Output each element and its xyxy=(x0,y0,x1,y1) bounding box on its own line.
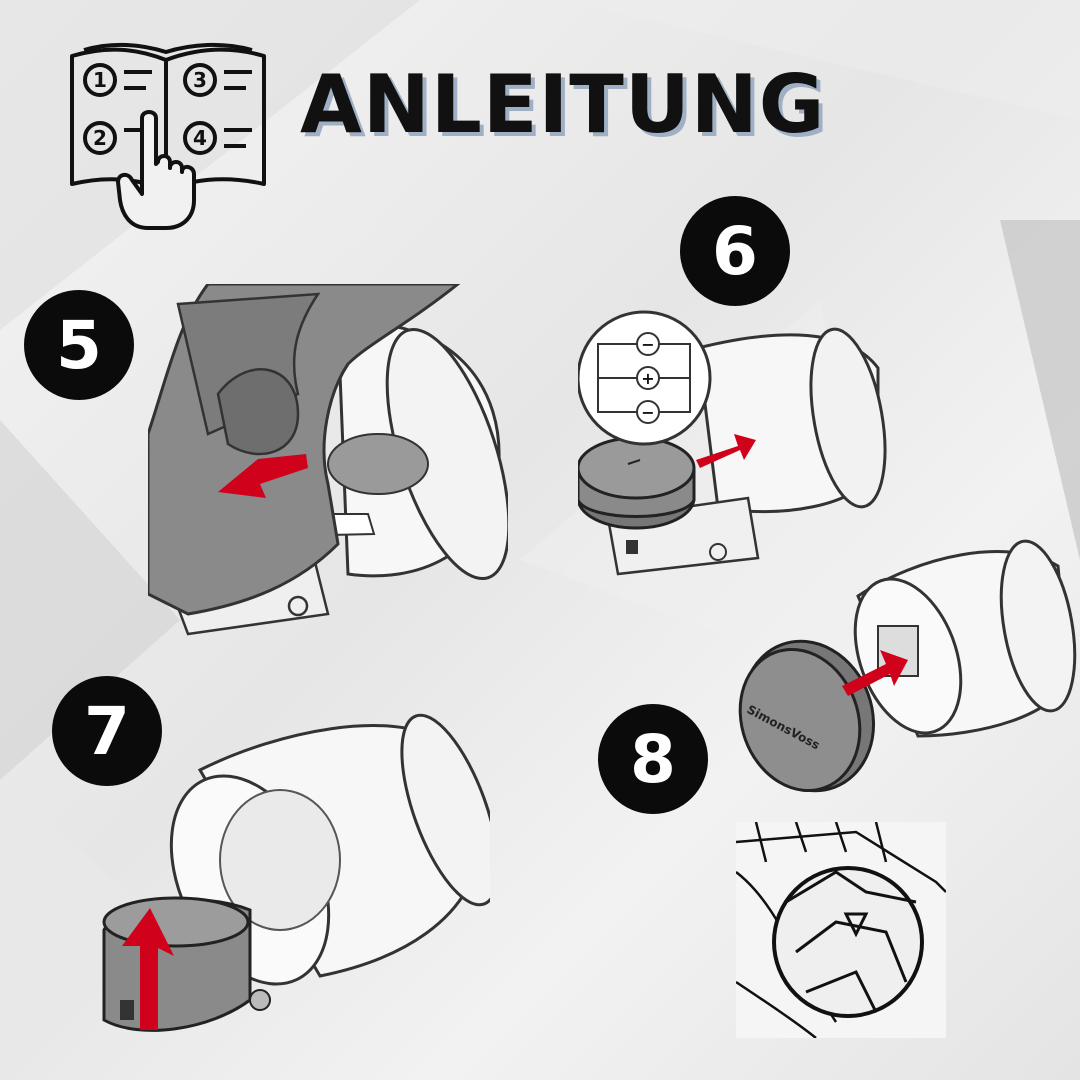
step-5-number: 5 xyxy=(24,290,134,400)
page-title: ANLEITUNG xyxy=(300,58,826,151)
step-6-number: 6 xyxy=(680,196,790,306)
step-6-illustration: − + − xyxy=(578,310,887,576)
arrow-icon xyxy=(842,650,908,696)
step-7-number: 7 xyxy=(52,676,162,786)
book-item-2: 2 xyxy=(93,126,107,150)
arrow-icon xyxy=(218,454,308,498)
book-item-3: 3 xyxy=(193,68,207,92)
instruction-book-icon: 1 2 3 4 xyxy=(70,42,266,230)
book-item-4: 4 xyxy=(193,126,207,150)
polarity-minus-bottom: − xyxy=(641,403,654,422)
step-7-illustration xyxy=(102,713,490,1032)
book-item-1: 1 xyxy=(93,68,107,92)
arrow-icon xyxy=(122,908,174,1030)
step-8-detail-inset xyxy=(736,822,946,1038)
step-5-illustration xyxy=(148,284,508,636)
arrow-icon xyxy=(696,434,756,468)
step-8-number: 8 xyxy=(598,704,708,814)
polarity-minus-top: − xyxy=(641,335,654,354)
step-8-illustration: SimonsVoss xyxy=(738,539,1077,793)
polarity-plus: + xyxy=(641,369,654,388)
